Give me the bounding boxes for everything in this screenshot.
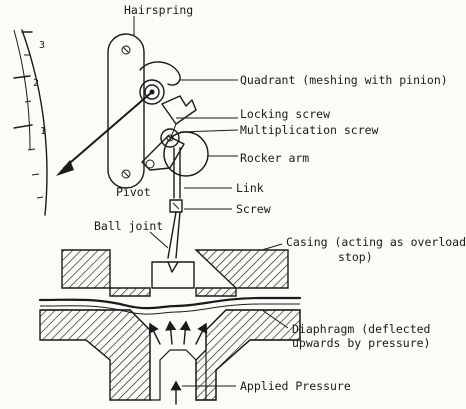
ball-joint-block <box>151 261 195 289</box>
tick-minor <box>31 173 40 176</box>
label-casing-line1: Casing (acting as overload <box>286 235 466 249</box>
hairspring-plate <box>107 33 181 189</box>
label-screw: Screw <box>236 202 271 216</box>
quadrant <box>133 16 238 141</box>
plate-screw-top <box>121 45 131 55</box>
pointer-tip <box>56 160 74 176</box>
link-assembly <box>149 147 232 259</box>
leader-ball-joint <box>149 231 169 249</box>
label-link: Link <box>236 181 264 195</box>
label-diaphragm-line2: upwards by pressure) <box>292 336 430 350</box>
hairspring-coil <box>139 79 165 105</box>
pivot-point <box>145 159 155 169</box>
label-applied-pressure: Applied Pressure <box>240 379 351 393</box>
pinion-center <box>149 89 155 95</box>
tick-major <box>13 75 31 79</box>
link-rod-right <box>175 211 181 259</box>
label-multiplication-screw: Multiplication screw <box>240 123 379 137</box>
pressure-arrows <box>148 320 236 405</box>
scale-tick-1: 1 <box>40 126 46 137</box>
label-locking-screw: Locking screw <box>240 107 330 121</box>
label-pivot: Pivot <box>116 185 151 199</box>
label-hairspring: Hairspring <box>124 3 193 17</box>
plate-outline <box>107 33 145 189</box>
label-ball-joint: Ball joint <box>94 219 163 233</box>
rocker-arc <box>163 131 209 177</box>
label-quadrant: Quadrant (meshing with pinion) <box>240 73 448 87</box>
plate-screw-bottom <box>121 169 131 179</box>
pointer <box>56 91 153 176</box>
locking-screw-head <box>160 128 180 148</box>
tick-minor <box>24 100 32 103</box>
leader-casing <box>261 243 283 251</box>
leader-multiplication <box>179 129 239 133</box>
dial-inner-arc <box>13 29 31 151</box>
dial-scale: 3 2 1 <box>13 29 48 216</box>
scale-tick-2: 2 <box>33 78 39 89</box>
dial-arc <box>21 29 48 216</box>
tick-major <box>13 124 33 129</box>
hairspring-loop <box>139 61 181 86</box>
tick-minor <box>27 148 36 151</box>
label-rocker-arm: Rocker arm <box>240 151 309 165</box>
link-rod-left <box>167 211 177 259</box>
casing-bottom <box>39 309 301 401</box>
scale-tick-3: 3 <box>39 40 45 51</box>
tick-minor <box>36 196 44 199</box>
rocker-arm <box>141 117 239 177</box>
label-casing-line2: stop) <box>338 250 373 264</box>
casing-top <box>61 243 289 297</box>
label-diaphragm-line1: Diaphragm (deflected <box>292 322 430 336</box>
